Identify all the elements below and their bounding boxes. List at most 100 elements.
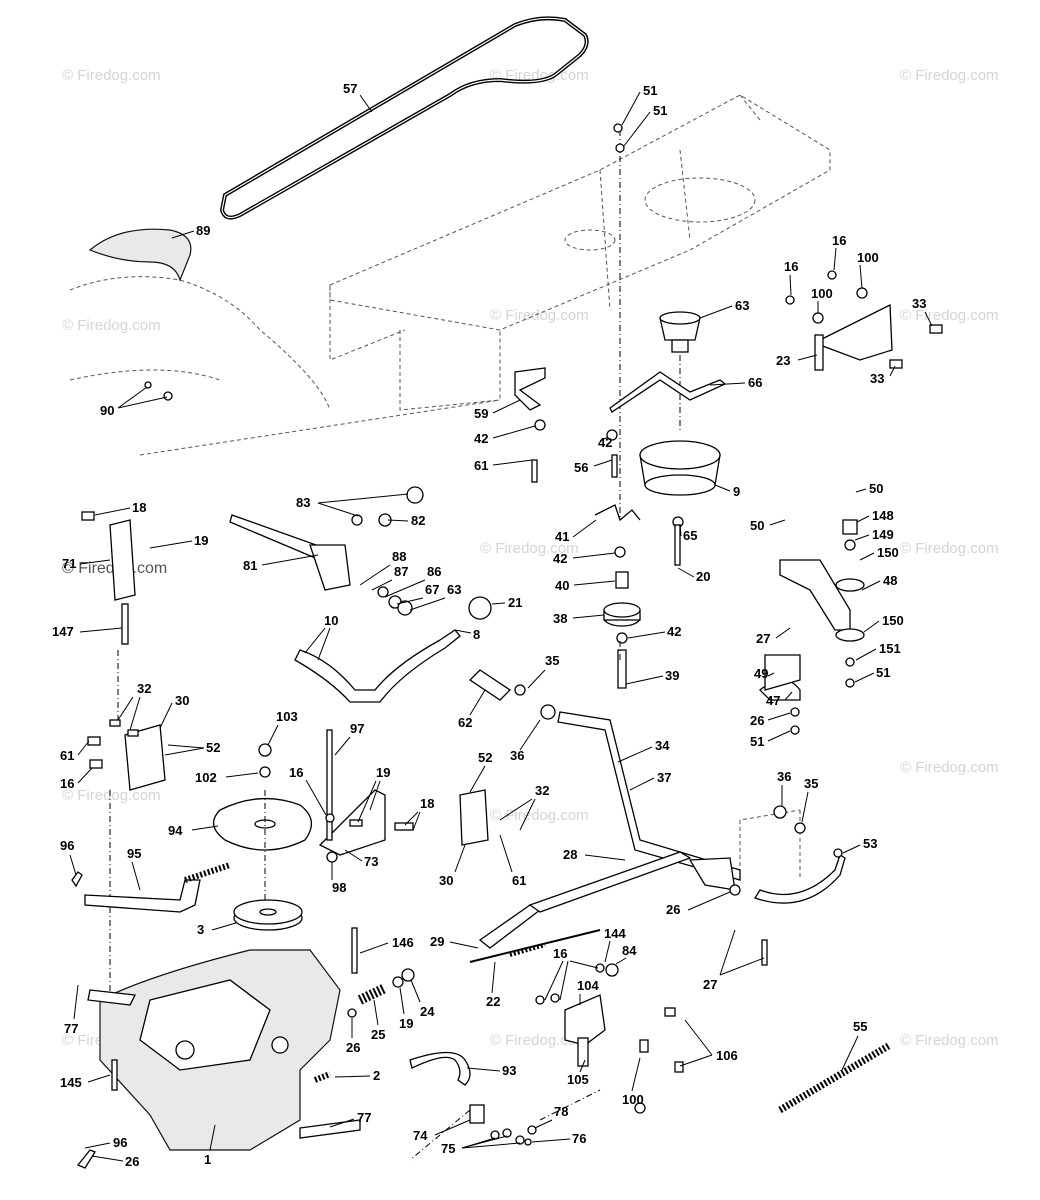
callouts: 57 51 51 89 16 16 100 100 63 33 23 33 90… [52,81,933,1169]
callout-label: 55 [853,1019,867,1034]
callout-label: 52 [206,740,220,755]
callout-label: 41 [555,529,569,544]
callout-label: 10 [324,613,338,628]
callout-label: 2 [373,1068,380,1083]
chassis-frame [69,94,831,880]
svg-text:© Firedog.com: © Firedog.com [480,540,579,557]
callout-label: 22 [486,994,500,1009]
callout-label: 42 [474,431,488,446]
callout-label: 16 [60,776,74,791]
hose-93 [409,1051,471,1086]
callout-label: 76 [572,1131,586,1146]
watermarks: © Firedog.com © Firedog.com © Firedog.co… [62,67,999,1049]
callout-label: 51 [876,665,890,680]
callout-label: 24 [420,1004,435,1019]
svg-text:© Firedog.com: © Firedog.com [62,67,161,84]
svg-text:© Firedog.com: © Firedog.com [900,67,999,84]
callout-label: 16 [784,259,798,274]
callout-label: 42 [553,551,567,566]
callout-label: 16 [553,946,567,961]
callout-label: 48 [883,573,897,588]
svg-text:© Firedog.com: © Firedog.com [62,317,161,334]
spring-25 [357,983,388,1005]
callout-label: 32 [137,681,151,696]
callout-label: 27 [756,631,770,646]
callout-label: 42 [667,624,681,639]
callout-label: 16 [289,765,303,780]
callout-label: 16 [832,233,846,248]
callout-label: 39 [665,668,679,683]
callout-label: 81 [243,558,257,573]
callout-label: 51 [653,103,667,118]
callout-label: 26 [750,713,764,728]
callout-label: 42 [598,435,612,450]
shift-linkage [229,514,492,703]
callout-label: 98 [332,880,346,895]
svg-text:© Firedog.com: © Firedog.com [490,307,589,324]
fan-94 [213,797,312,851]
callout-label: 61 [474,458,488,473]
callout-label: 52 [478,750,492,765]
spring-2 [313,1071,332,1083]
callout-label: 97 [350,721,364,736]
callout-label: 77 [64,1021,78,1036]
callout-label: 30 [175,693,189,708]
svg-text:© Firedog.com: © Firedog.com [900,1032,999,1049]
callout-label: 82 [411,513,425,528]
callout-label: 56 [574,460,588,475]
callout-label: 149 [872,527,894,542]
callout-label: 102 [195,770,217,785]
callout-label: 50 [750,518,764,533]
callout-label: 27 [703,977,717,992]
callout-label: 35 [804,776,818,791]
callout-label: 1 [204,1152,211,1167]
callout-label: 67 [425,582,439,597]
rods [469,851,736,963]
callout-label: 100 [857,250,879,265]
pulley-3 [233,899,303,931]
callout-label: 37 [657,770,671,785]
callout-label: 50 [869,481,883,496]
callout-label: 75 [441,1141,455,1156]
callout-label: 33 [912,296,926,311]
callout-label: 86 [427,564,441,579]
callout-label: 104 [577,978,599,993]
callout-label: 32 [535,783,549,798]
spring-55 [778,1041,892,1114]
callout-label: 147 [52,624,74,639]
callout-label: 34 [655,738,670,753]
callout-label: 148 [872,508,894,523]
callout-label: 40 [555,578,569,593]
svg-text:© Firedog.com: © Firedog.com [62,787,161,804]
callout-label: 19 [194,533,208,548]
callout-label: 26 [666,902,680,917]
callout-label: 96 [60,838,74,853]
callout-label: 95 [127,846,141,861]
bracket-30-left [124,724,166,791]
callout-label: 51 [643,83,657,98]
callout-label: 144 [604,926,626,941]
callout-label: 71 [62,556,76,571]
callout-label: 106 [716,1048,738,1063]
callout-label: 65 [683,528,697,543]
callout-label: 36 [777,769,791,784]
callout-label: 93 [502,1063,516,1078]
bracket-30-right [459,789,489,846]
callout-label: 100 [811,286,833,301]
callout-label: 3 [197,922,204,937]
callout-label: 36 [510,748,524,763]
callout-label: 61 [512,873,526,888]
callout-label: 78 [554,1104,568,1119]
drive-belt [219,16,589,220]
callout-label: 73 [364,854,378,869]
callout-label: 103 [276,709,298,724]
callout-label: 62 [458,715,472,730]
callout-label: 150 [882,613,904,628]
callout-label: 88 [392,549,406,564]
callout-label: 47 [766,693,780,708]
svg-text:© Firedog.com: © Firedog.com [900,540,999,557]
svg-text:© Firedog.com: © Firedog.com [900,759,999,776]
idler-pulley [603,571,641,689]
callout-label: 28 [563,847,577,862]
